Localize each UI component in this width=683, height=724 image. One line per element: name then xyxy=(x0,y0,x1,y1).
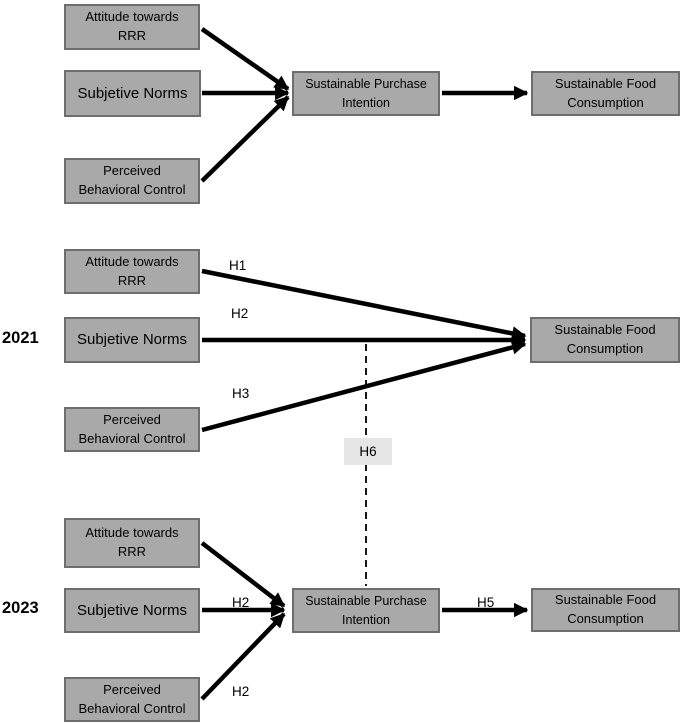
path-label-h3: H3 xyxy=(232,386,250,401)
node-base-attitude: Attitude towards RRR xyxy=(64,4,200,50)
node-base-food-consumption: Sustainable Food Consumption xyxy=(531,71,680,116)
node-2023-pbc: Perceived Behavioral Control xyxy=(64,677,200,722)
year-label-2023: 2023 xyxy=(2,599,39,617)
path-label-h2-2023-norms: H2 xyxy=(232,595,250,610)
path-label-h1: H1 xyxy=(229,258,247,273)
node-base-purchase-intention: Sustainable Purchase Intention xyxy=(292,71,440,116)
path-label-h5: H5 xyxy=(477,595,495,610)
node-2023-purchase-intention: Sustainable Purchase Intention xyxy=(292,588,440,633)
arrow-2021-attitude-to-consumption-h1 xyxy=(201,268,527,341)
node-2023-food-consumption: Sustainable Food Consumption xyxy=(531,588,680,632)
moderation-label-h6: H6 xyxy=(344,438,392,465)
node-2021-norms: Subjetive Norms xyxy=(64,317,200,363)
arrow-2021-pbc-to-consumption-h3 xyxy=(201,340,527,433)
node-2023-attitude: Attitude towards RRR xyxy=(64,518,200,568)
node-2021-food-consumption: Sustainable Food Consumption xyxy=(530,317,680,363)
node-2023-norms: Subjetive Norms xyxy=(64,588,200,633)
year-label-2021: 2021 xyxy=(2,329,39,347)
node-2021-pbc: Perceived Behavioral Control xyxy=(64,407,200,452)
arrow-base-pbc-to-intention xyxy=(200,95,290,183)
arrow-base-attitude-to-intention xyxy=(200,27,290,91)
node-base-norms: Subjetive Norms xyxy=(64,70,201,117)
path-label-h2-2023-pbc: H2 xyxy=(232,684,250,699)
node-2021-attitude: Attitude towards RRR xyxy=(64,249,200,294)
node-base-pbc: Perceived Behavioral Control xyxy=(64,158,200,204)
path-label-h2-2021: H2 xyxy=(231,306,249,321)
